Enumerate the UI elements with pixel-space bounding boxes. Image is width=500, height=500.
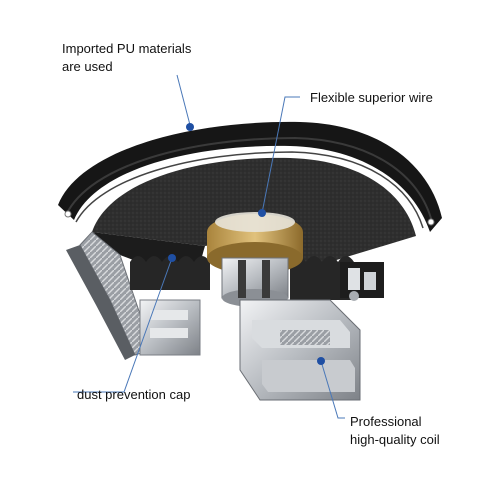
label-coil-line2: high-quality coil xyxy=(350,432,440,447)
label-pu-line2: are used xyxy=(62,59,113,74)
mount-hole-left xyxy=(64,210,72,218)
leader-lines xyxy=(73,74,345,419)
magnet-assembly xyxy=(239,299,361,401)
dot-wire xyxy=(258,209,266,217)
spider xyxy=(130,256,354,300)
mount-hole-right xyxy=(427,218,435,226)
leader-pu xyxy=(176,74,191,126)
label-superior-wire: Flexible superior wire xyxy=(310,90,433,105)
label-pu-materials: Imported PU materials are used xyxy=(62,40,191,76)
surround xyxy=(58,121,442,232)
terminal-block xyxy=(340,262,384,301)
leader-dust xyxy=(73,257,173,393)
dot-pu xyxy=(186,123,194,131)
dot-dust xyxy=(168,254,176,262)
label-coil: Professional high-quality coil xyxy=(350,413,440,449)
label-coil-line1: Professional xyxy=(350,414,422,429)
label-pu-line1: Imported PU materials xyxy=(62,41,192,56)
label-dust-cap: dust prevention cap xyxy=(77,387,191,402)
leader-wire xyxy=(261,96,300,214)
pole-piece xyxy=(221,257,289,307)
speaker-basket xyxy=(66,231,201,360)
dot-coil xyxy=(317,357,325,365)
leader-coil xyxy=(320,360,345,419)
